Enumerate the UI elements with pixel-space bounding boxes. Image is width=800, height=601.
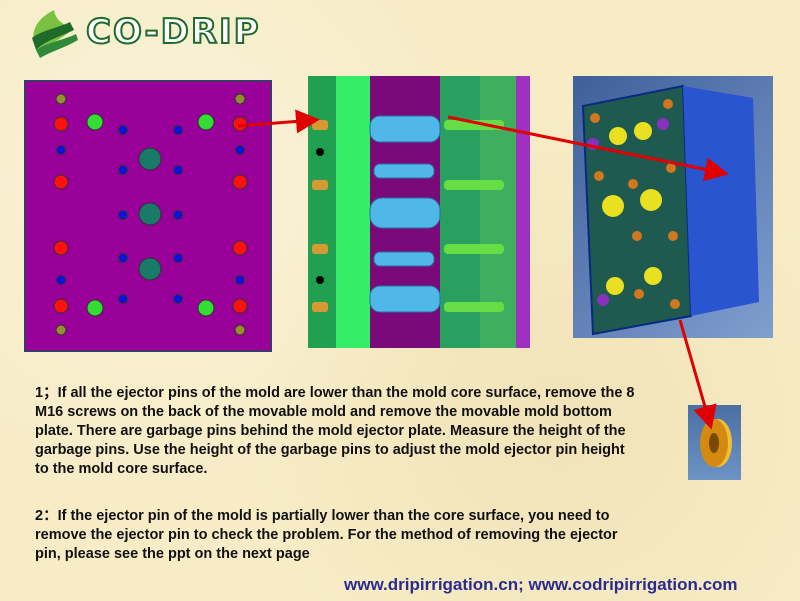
guide-pin-green	[197, 113, 215, 131]
ejector-pin-red	[53, 298, 69, 314]
small-pin-blue	[118, 294, 128, 304]
guide-pin-green	[86, 113, 104, 131]
ejector-pin-red	[232, 174, 248, 190]
small-pin-blue	[56, 275, 66, 285]
small-pin-blue	[173, 165, 183, 175]
center-boss	[138, 202, 162, 226]
leaf-logo-icon	[32, 10, 78, 58]
ejector-pin-red	[232, 298, 248, 314]
small-pin-blue	[173, 125, 183, 135]
small-pin-blue	[118, 253, 128, 263]
small-pin-blue	[173, 294, 183, 304]
small-pin-blue	[118, 210, 128, 220]
guide-pin-green	[197, 299, 215, 317]
arrow-plate-to-section	[237, 109, 320, 134]
instruction-step-1: 1；If all the ejector pins of the mold ar…	[35, 385, 635, 477]
small-pin-blue	[235, 145, 245, 155]
small-pin-blue	[173, 253, 183, 263]
mold-isometric-image	[573, 76, 773, 338]
brand-name: CO-DRIP	[85, 11, 261, 53]
small-pin-blue	[56, 145, 66, 155]
arrow-iso-to-pin	[678, 319, 717, 430]
guide-pin-green	[86, 299, 104, 317]
corner-bolt	[234, 324, 246, 336]
small-pin-blue	[173, 210, 183, 220]
small-pin-blue	[118, 125, 128, 135]
center-boss	[138, 147, 162, 171]
instruction-step-2: 2：If the ejector pin of the mold is part…	[35, 508, 618, 562]
mold-plate-top-view-image	[24, 80, 272, 352]
small-pin-blue	[118, 165, 128, 175]
ejector-pin-red	[53, 116, 69, 132]
arrow-section-to-iso	[447, 115, 729, 182]
corner-bolt	[234, 93, 246, 105]
center-boss	[138, 257, 162, 281]
ejector-pin-red	[53, 240, 69, 256]
corner-bolt	[55, 93, 67, 105]
footer-websites: www.dripirrigation.cn; www.codripirrigat…	[344, 575, 738, 594]
small-pin-blue	[235, 275, 245, 285]
ejector-pin-red	[232, 240, 248, 256]
ejector-pin-red	[53, 174, 69, 190]
co-drip-logo: CO-DRIP	[24, 6, 304, 62]
corner-bolt	[55, 324, 67, 336]
